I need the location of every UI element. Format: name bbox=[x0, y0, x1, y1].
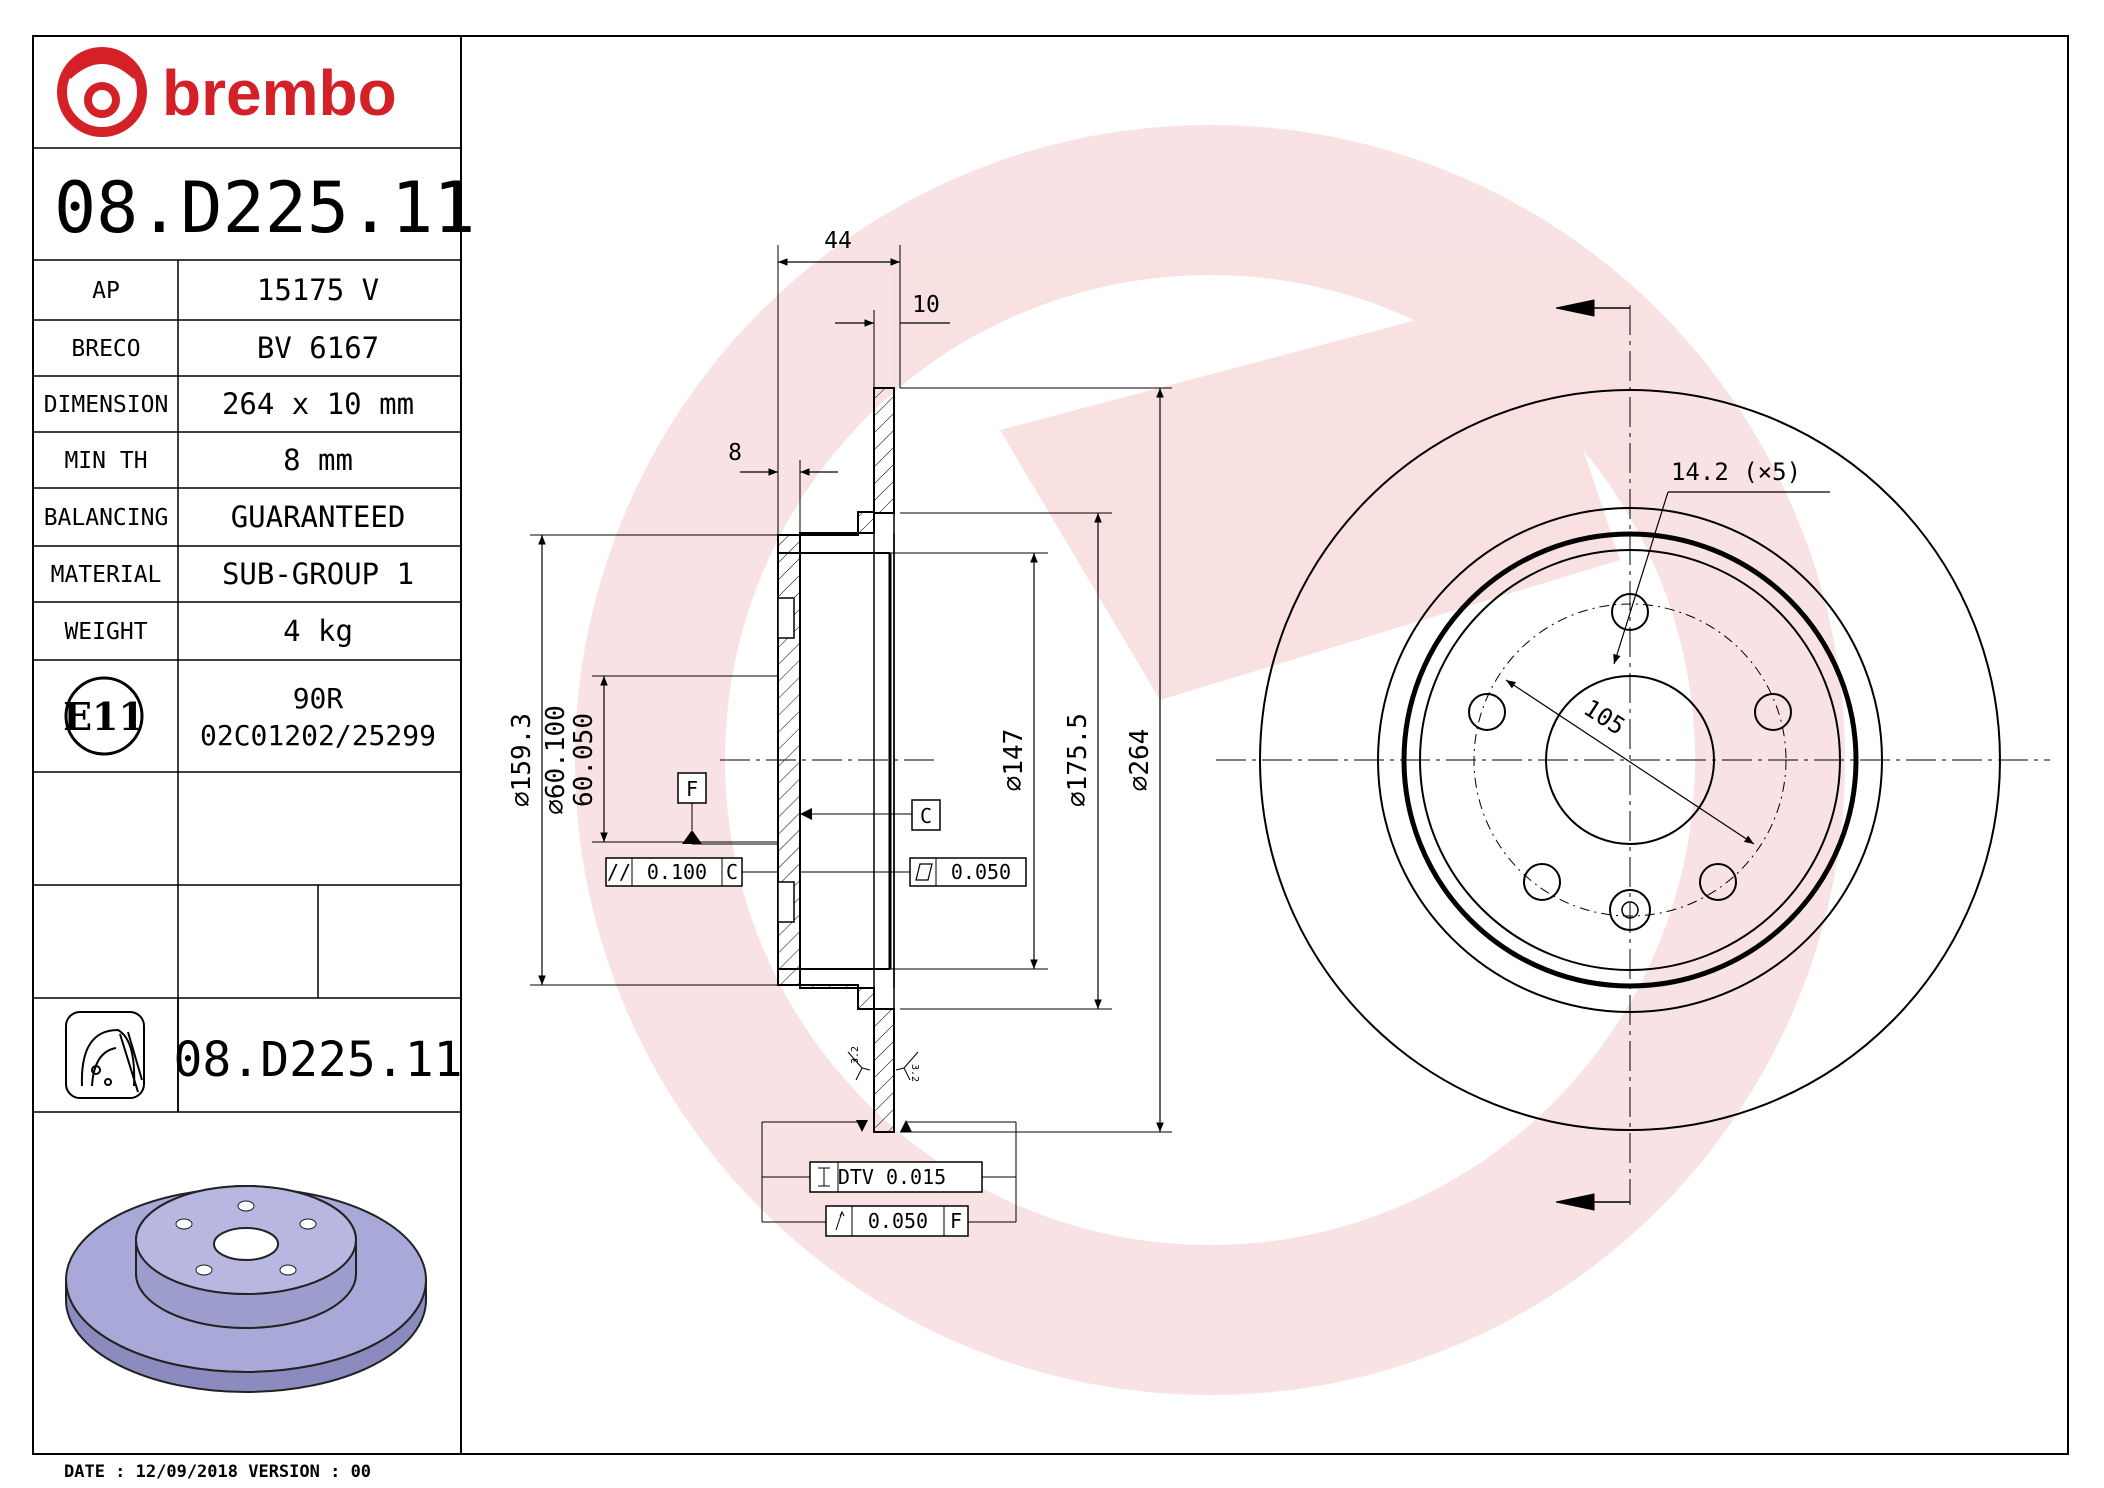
brand-name: brembo bbox=[162, 57, 397, 129]
brembo-logo: brembo bbox=[57, 47, 397, 137]
dim-44: 44 bbox=[824, 228, 852, 254]
svg-text:0.050: 0.050 bbox=[868, 1209, 928, 1233]
svg-text:C: C bbox=[726, 860, 738, 884]
locating-hole bbox=[1609, 889, 1651, 931]
disc-3d-render bbox=[65, 1185, 427, 1393]
svg-text://: // bbox=[607, 860, 631, 884]
bolt-holes bbox=[1468, 593, 1792, 901]
svg-text:C: C bbox=[920, 804, 932, 828]
spec-value: 264 x 10 mm bbox=[222, 387, 414, 421]
sheet-border bbox=[32, 35, 2069, 1455]
dim-159-group: ⌀159.3 ⌀60.100 60.050 ⌀147 ⌀175.5 ⌀264 bbox=[507, 705, 1155, 815]
homologation-block: E11 90R 02C01202/25299 bbox=[63, 676, 436, 756]
disc-outer bbox=[1259, 389, 2001, 1131]
dim-159: ⌀159.3 bbox=[507, 713, 537, 807]
svg-text:F: F bbox=[950, 1209, 962, 1233]
front-view bbox=[1216, 299, 2050, 1211]
parallelism-frame: // 0.100 C bbox=[605, 857, 778, 887]
spec-label: MIN TH bbox=[64, 448, 147, 474]
runout-frame: 0.050 F bbox=[762, 1205, 1016, 1237]
dim-bolt-hole: 14.2 (×5) bbox=[1671, 458, 1801, 486]
friction-inner bbox=[1377, 507, 1883, 1013]
hat-outer bbox=[1401, 531, 1859, 989]
flatness-frame: 0.050 bbox=[800, 857, 1027, 887]
spec-label: AP bbox=[92, 278, 120, 304]
disc-type-icon bbox=[65, 1011, 145, 1099]
hat-inner bbox=[1419, 549, 1841, 971]
spec-label: BRECO bbox=[71, 336, 140, 362]
spec-label: MATERIAL bbox=[51, 562, 162, 588]
svg-text:3.2: 3.2 bbox=[850, 1046, 861, 1064]
spec-value: GUARANTEED bbox=[231, 500, 406, 534]
spec-value: 8 mm bbox=[283, 443, 353, 477]
dim-10: 10 bbox=[912, 292, 940, 318]
part-number: 08.D225.11 bbox=[54, 167, 475, 249]
dim-60-upper: ⌀60.100 bbox=[541, 705, 571, 815]
spec-value: 15175 V bbox=[257, 273, 379, 307]
spec-value: BV 6167 bbox=[257, 331, 379, 365]
dim-264: ⌀264 bbox=[1125, 729, 1155, 792]
date-version: DATE : 12/09/2018 VERSION : 00 bbox=[64, 1462, 371, 1482]
section-view: 44 10 8 ⌀159.3 ⌀60.100 60.050 ⌀147 ⌀175.… bbox=[507, 228, 1172, 1237]
specs-table: AP 15175 V BRECO BV 6167 DIMENSION 264 x… bbox=[44, 273, 414, 648]
spec-label: WEIGHT bbox=[64, 619, 147, 645]
footer-part-number: 08.D225.11 bbox=[174, 1032, 463, 1088]
spec-label: BALANCING bbox=[44, 505, 169, 531]
svg-text:3.2: 3.2 bbox=[909, 1064, 920, 1082]
dim-175: ⌀175.5 bbox=[1063, 713, 1093, 807]
approval-number: 02C01202/25299 bbox=[200, 719, 436, 752]
dtv-frame: DTV 0.015 bbox=[761, 1120, 1017, 1222]
svg-text:F: F bbox=[686, 777, 698, 801]
e-mark: E11 bbox=[63, 694, 145, 739]
datum-f: F bbox=[677, 772, 778, 845]
spec-label: DIMENSION bbox=[44, 392, 169, 418]
dim-60-lower: 60.050 bbox=[569, 713, 599, 807]
pcd-circle bbox=[1473, 603, 1787, 917]
svg-text:DTV 0.015: DTV 0.015 bbox=[838, 1165, 946, 1189]
svg-text:0.050: 0.050 bbox=[951, 860, 1011, 884]
roughness-marks: 3.2 3.2 bbox=[847, 1046, 920, 1082]
regulation: 90R bbox=[293, 682, 344, 715]
spec-value: 4 kg bbox=[283, 614, 353, 648]
dim-8: 8 bbox=[728, 440, 742, 466]
svg-text:0.100: 0.100 bbox=[647, 860, 707, 884]
e-mark-circle bbox=[64, 676, 144, 756]
dim-147: ⌀147 bbox=[999, 729, 1029, 792]
spec-value: SUB-GROUP 1 bbox=[222, 557, 414, 591]
title-block-grid bbox=[33, 147, 461, 1113]
datum-c: C bbox=[800, 799, 941, 831]
